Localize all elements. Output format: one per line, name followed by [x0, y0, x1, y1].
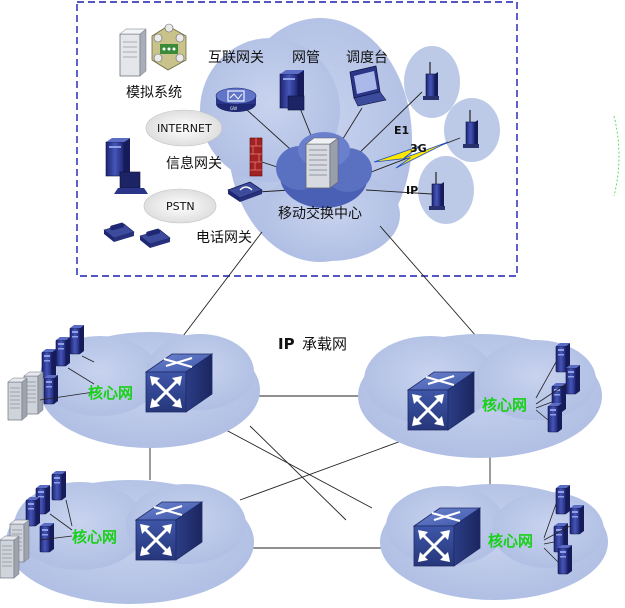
edge-arc-decoration — [613, 115, 620, 197]
sim-cluster-icon — [151, 23, 187, 71]
access-cloud-ip — [418, 156, 474, 224]
info-gateway-pc-icon — [105, 137, 148, 194]
internet-label: INTERNET — [157, 122, 212, 135]
netmgmt-pc-icon — [279, 69, 305, 111]
phone-gateway-label: 电话网关 — [196, 230, 252, 246]
msc-boundary-box — [76, 1, 518, 277]
telephone-icon-2 — [139, 227, 171, 249]
internet-gateway-icon: GW — [215, 87, 257, 112]
core-node-top-left: 核心网 — [7, 324, 260, 448]
core-node-bottom-left: 核心网 — [0, 470, 254, 604]
core-label: 核心网 — [88, 384, 133, 402]
sim-system-label: 模拟系统 — [126, 85, 182, 101]
core-node-bottom-right: 核心网 — [380, 484, 608, 600]
pstn-oval — [143, 188, 217, 224]
core-label: 核心网 — [488, 532, 533, 550]
bearer-label-text: 承载网 — [302, 335, 347, 353]
core-label: 核心网 — [72, 528, 117, 546]
wireless-bolt-icon — [373, 141, 449, 169]
pstn-label: PSTN — [166, 200, 195, 213]
sim-server-icon — [119, 28, 147, 77]
ip-label: IP — [406, 184, 418, 197]
gw-badge: GW — [230, 106, 237, 111]
dispatch-label: 调度台 — [346, 50, 388, 66]
bearer-label-ip: IP — [278, 335, 295, 353]
bearer-links — [149, 225, 491, 549]
msc-label: 移动交换中心 — [278, 205, 362, 222]
info-gateway-label: 信息网关 — [166, 155, 222, 172]
internet-gateway-label: 互联网关 — [208, 50, 264, 66]
dispatch-console-icon — [349, 65, 387, 107]
netmgmt-label: 网管 — [292, 50, 320, 66]
telephone-icon-1 — [103, 221, 135, 243]
3g-label: 3G — [410, 142, 427, 155]
firewall-icon — [249, 137, 263, 177]
msc-server-icon — [305, 137, 339, 189]
e1-label: E1 — [394, 124, 409, 137]
core-label: 核心网 — [482, 396, 527, 414]
core-node-top-right: 核心网 — [358, 334, 602, 458]
internet-oval — [145, 109, 223, 147]
phone-gateway-icon — [227, 181, 263, 202]
